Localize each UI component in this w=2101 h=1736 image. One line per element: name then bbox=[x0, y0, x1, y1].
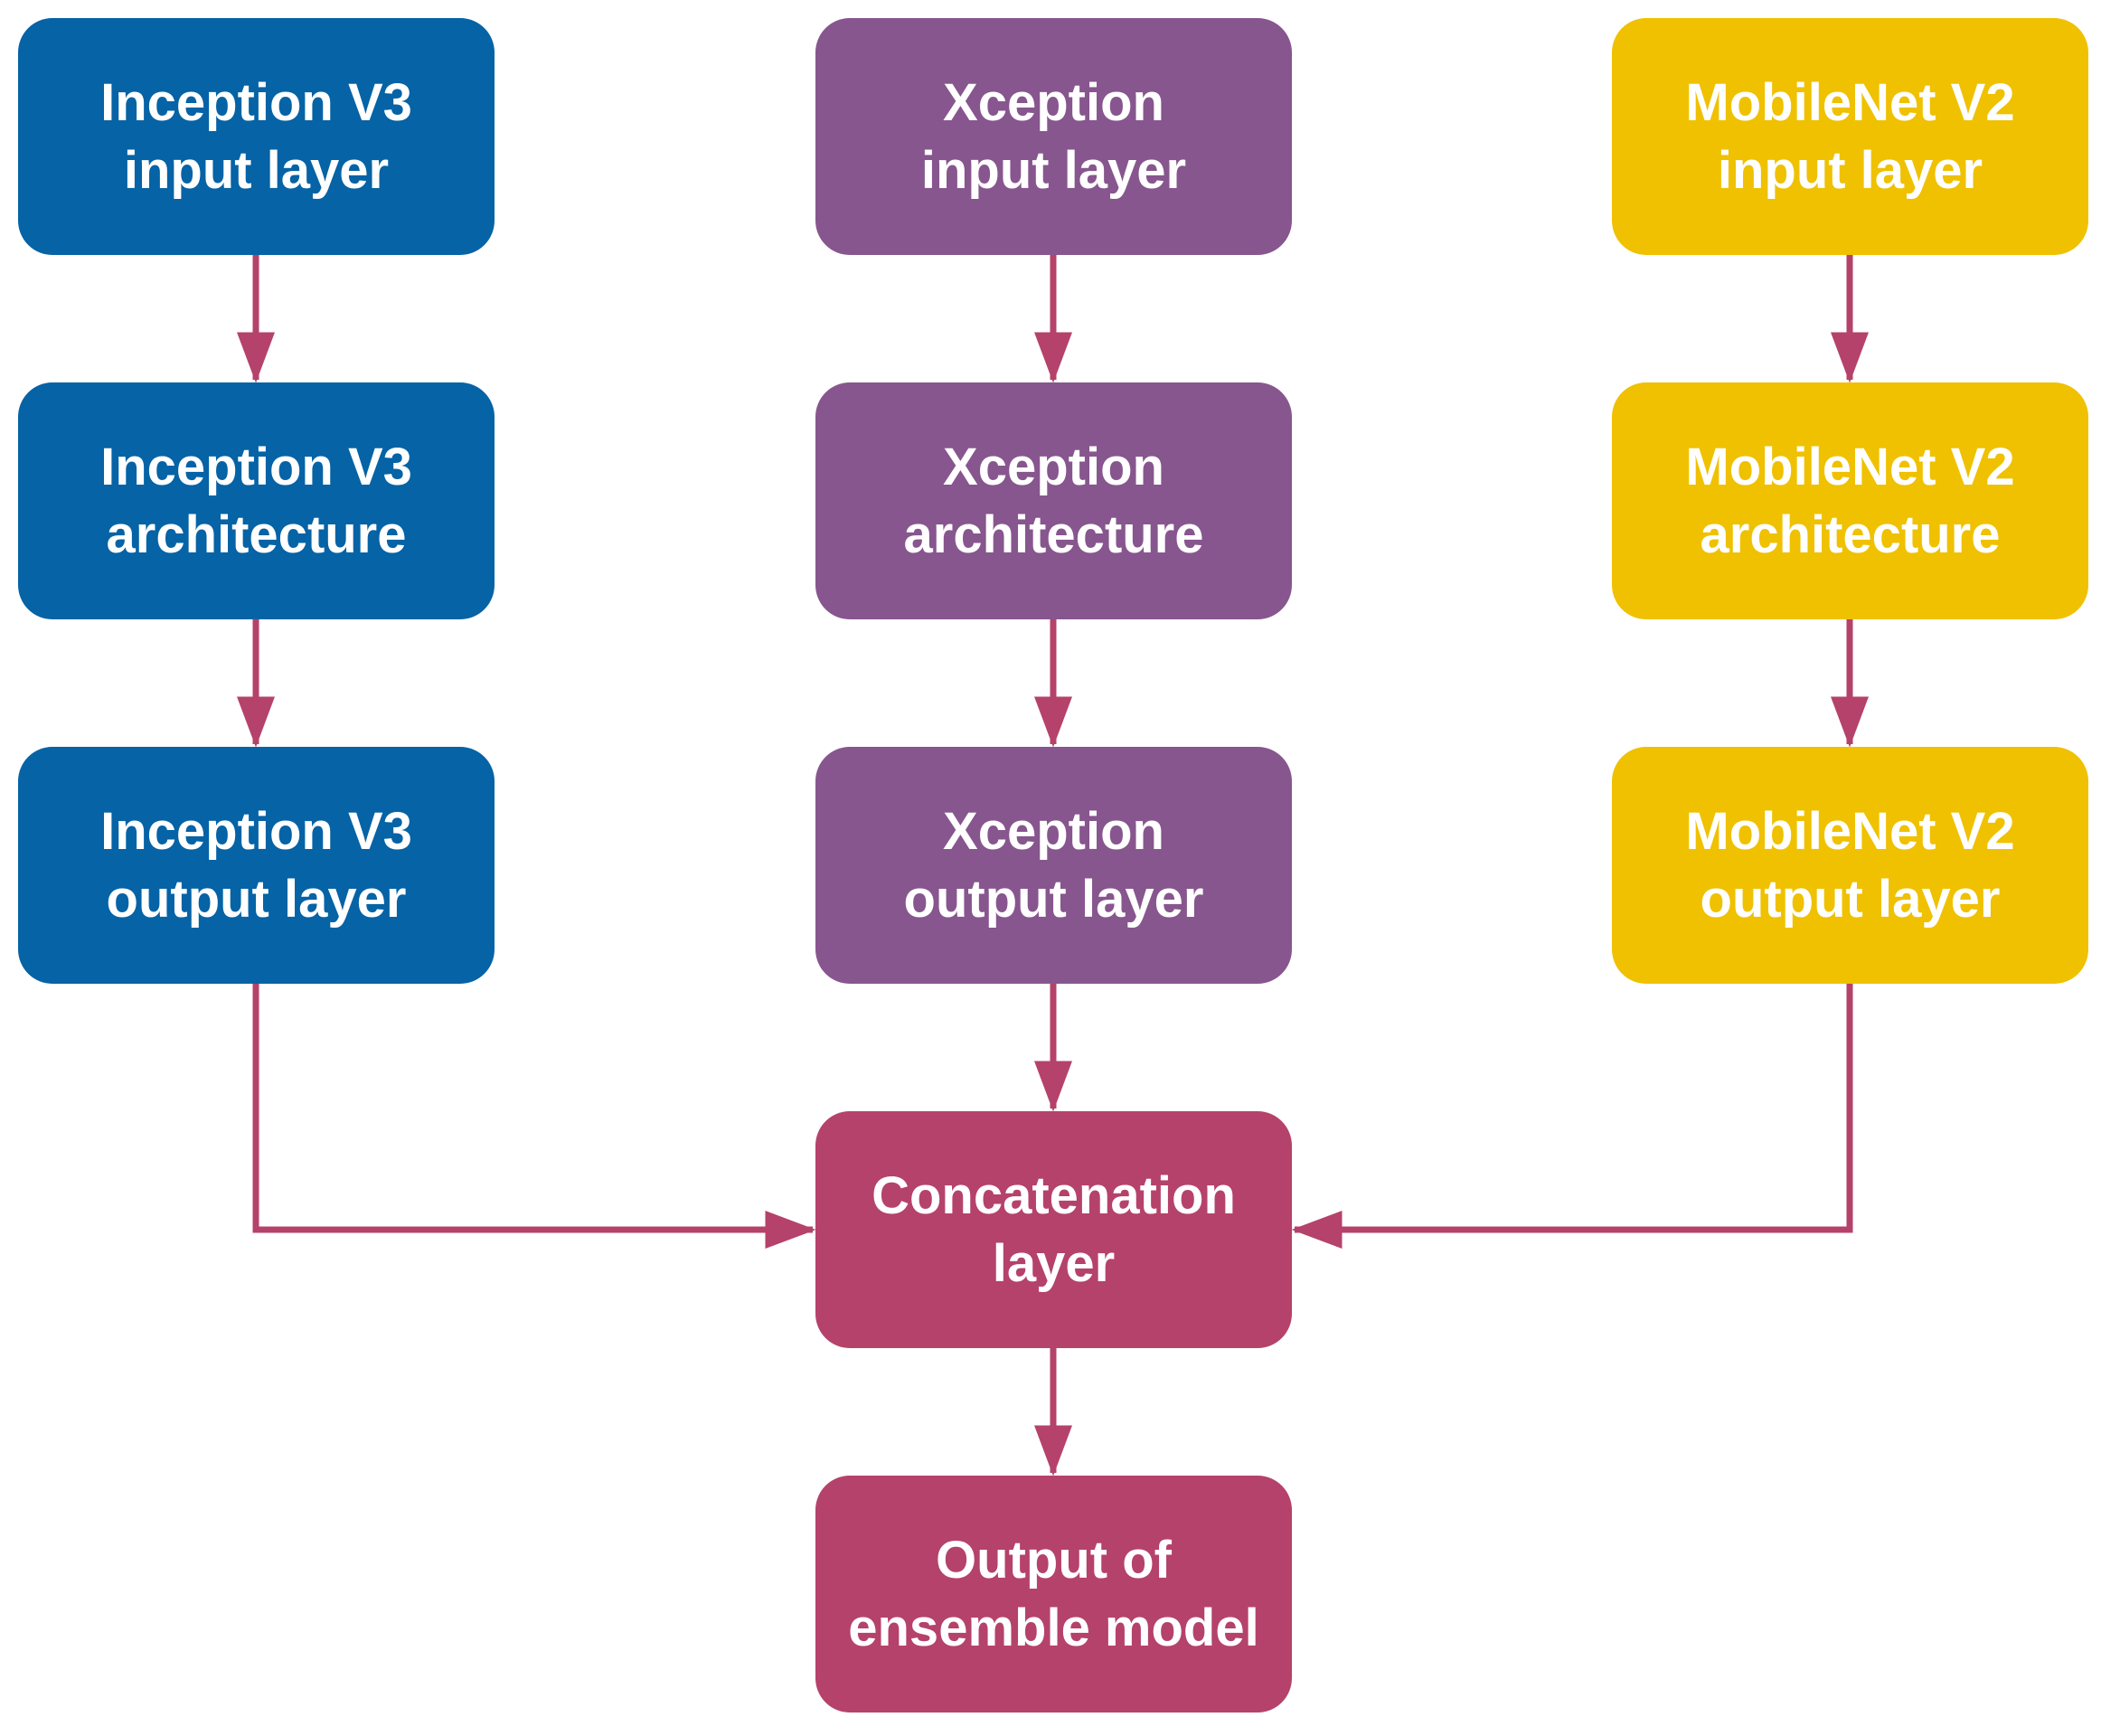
node-label-line2: architecture bbox=[106, 505, 407, 564]
xception-input-node: Xception input layer bbox=[815, 18, 1292, 255]
mobilenet-v2-output-node: MobileNet V2 output layer bbox=[1612, 747, 2088, 984]
inception-v3-input-node: Inception V3 input layer bbox=[18, 18, 495, 255]
node-label-line1: MobileNet V2 bbox=[1685, 438, 2015, 496]
xception-output-node: Xception output layer bbox=[815, 747, 1292, 984]
node-label-line2: input layer bbox=[920, 141, 1187, 200]
node-label-line1: Xception bbox=[943, 802, 1164, 861]
node-label-line2: architecture bbox=[1700, 505, 2001, 564]
inception-v3-architecture-node: Inception V3 architecture bbox=[18, 382, 495, 619]
node-label-line1: Inception V3 bbox=[100, 73, 412, 132]
node-label-line1: Inception V3 bbox=[100, 438, 412, 496]
node-label-line2: output layer bbox=[1700, 870, 2001, 929]
edge-mobilenet-output-to-concat bbox=[1291, 984, 1853, 1249]
node-label-line2: input layer bbox=[123, 141, 390, 200]
node-label-line1: Concatenation bbox=[871, 1166, 1236, 1225]
node-label-line1: Xception bbox=[943, 73, 1164, 132]
node-label-line2: output layer bbox=[106, 870, 407, 929]
mobilenet-v2-architecture-node: MobileNet V2 architecture bbox=[1612, 382, 2088, 619]
node-label-line2: output layer bbox=[903, 870, 1204, 929]
node-label-line1: Inception V3 bbox=[100, 802, 412, 861]
xception-architecture-node: Xception architecture bbox=[815, 382, 1292, 619]
ensemble-output-node: Output of ensemble model bbox=[815, 1476, 1292, 1712]
node-label-line1: MobileNet V2 bbox=[1685, 73, 2015, 132]
node-label-line1: Xception bbox=[943, 438, 1164, 496]
node-label-line1: Output of bbox=[936, 1531, 1172, 1590]
node-label-line2: layer bbox=[992, 1234, 1116, 1293]
node-label-line2: architecture bbox=[903, 505, 1204, 564]
edge-inception-output-to-concat bbox=[252, 984, 816, 1249]
node-label-line2: input layer bbox=[1717, 141, 1983, 200]
concatenation-layer-node: Concatenation layer bbox=[815, 1111, 1292, 1348]
node-label-line1: MobileNet V2 bbox=[1685, 802, 2015, 861]
node-label-line2: ensemble model bbox=[848, 1599, 1259, 1657]
inception-v3-output-node: Inception V3 output layer bbox=[18, 747, 495, 984]
mobilenet-v2-input-node: MobileNet V2 input layer bbox=[1612, 18, 2088, 255]
